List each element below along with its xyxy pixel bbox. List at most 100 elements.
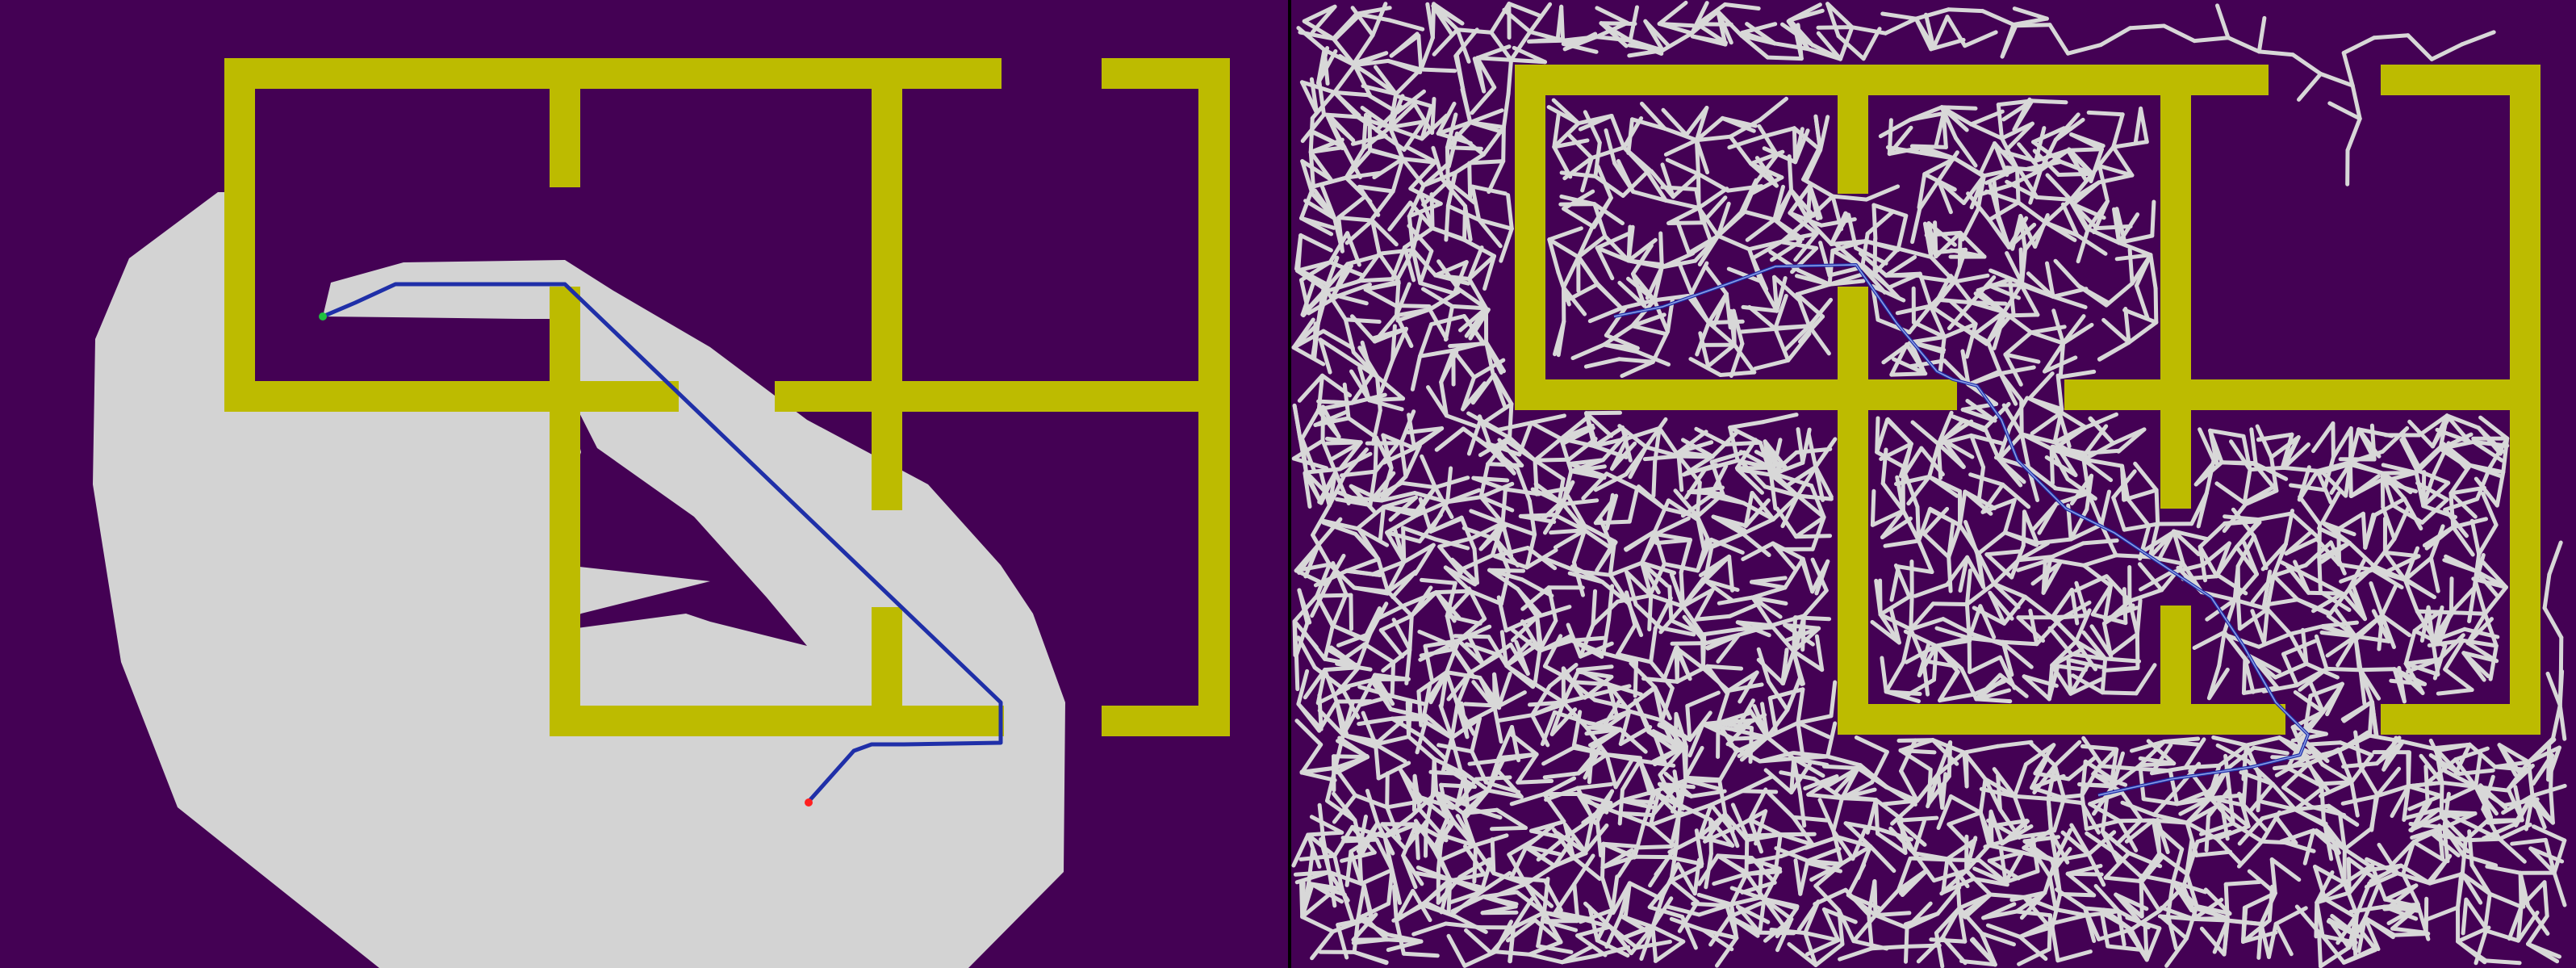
tree-edge bbox=[1912, 146, 1946, 147]
tree-edge bbox=[2102, 659, 2106, 693]
tree-edge bbox=[1872, 491, 1874, 525]
tree-edge bbox=[2082, 746, 2116, 749]
right-planner-map bbox=[1291, 0, 2576, 968]
tree-edge bbox=[1345, 320, 1379, 322]
wall bbox=[1838, 65, 1868, 194]
wall bbox=[224, 381, 679, 412]
tree-edge bbox=[2130, 249, 2132, 283]
tree-edge bbox=[2417, 611, 2451, 612]
tree-edge bbox=[1387, 940, 1421, 941]
tree-edge bbox=[2451, 579, 2452, 613]
wall bbox=[550, 58, 580, 187]
wall bbox=[2064, 379, 2540, 410]
tree-edge bbox=[1414, 776, 1415, 810]
tree-edge bbox=[2363, 513, 2365, 547]
tree-edge bbox=[2116, 555, 2150, 557]
tree-edge bbox=[1510, 404, 1512, 438]
tree-edge bbox=[1711, 819, 1712, 853]
tree-edge bbox=[2258, 777, 2260, 811]
tree-edge bbox=[2226, 884, 2227, 918]
tree-edge bbox=[1603, 844, 1604, 878]
tree-edge bbox=[1490, 570, 1524, 571]
tree-edge bbox=[1803, 616, 1804, 650]
tree-edge bbox=[1387, 773, 1388, 807]
tree-edge bbox=[1503, 489, 1505, 523]
tree-edge bbox=[2306, 743, 2340, 745]
tree-edge bbox=[1746, 835, 1780, 836]
tree-edge bbox=[1775, 277, 1777, 311]
tree-edge bbox=[1535, 459, 1569, 460]
tree-edge bbox=[1364, 115, 1366, 149]
tree-edge bbox=[1903, 818, 1937, 820]
tree-edge bbox=[1942, 107, 1976, 109]
wall bbox=[1515, 379, 1957, 410]
tree-edge bbox=[2083, 541, 2117, 543]
tree-edge bbox=[1669, 223, 1703, 224]
wall bbox=[1515, 65, 1545, 410]
tree-edge bbox=[1308, 832, 1342, 835]
tree-edge bbox=[2080, 785, 2114, 787]
tree-edge bbox=[2327, 668, 2361, 669]
tree-edge bbox=[1593, 591, 1595, 625]
tree-edge bbox=[1450, 344, 1484, 346]
tree-edge bbox=[1877, 418, 1878, 452]
tree-edge bbox=[2014, 796, 2048, 798]
tree-edge bbox=[1917, 507, 1919, 541]
tree-edge bbox=[2119, 820, 2153, 821]
tree-edge bbox=[1433, 759, 1435, 793]
wall bbox=[1102, 706, 1230, 736]
tree-edge bbox=[1905, 945, 1939, 946]
wall bbox=[550, 287, 580, 736]
tree-edge bbox=[2023, 512, 2024, 546]
tree-edge bbox=[2486, 961, 2520, 963]
tree-edge bbox=[1697, 483, 1700, 517]
tree-edge bbox=[1474, 549, 1477, 583]
wall bbox=[224, 58, 255, 412]
tree-edge bbox=[1880, 580, 1881, 614]
tree-edge bbox=[1876, 913, 1909, 916]
tree-edge bbox=[1589, 748, 1592, 782]
tree-edge bbox=[2003, 642, 2037, 644]
tree-edge bbox=[2469, 832, 2472, 865]
tree-edge bbox=[2145, 926, 2147, 960]
wall bbox=[872, 58, 902, 510]
wall bbox=[1515, 65, 2269, 95]
tree-edge bbox=[2374, 36, 2408, 38]
tree-edge bbox=[2259, 924, 2261, 958]
wall bbox=[550, 706, 1004, 736]
tree-edge bbox=[1933, 604, 1967, 605]
tree-edge bbox=[1529, 40, 1563, 42]
tree-edge bbox=[1708, 666, 1742, 668]
tree-edge bbox=[2244, 771, 2246, 805]
tree-edge bbox=[1394, 886, 1396, 920]
tree-edge bbox=[1619, 359, 1653, 362]
tree-edge bbox=[2060, 343, 2063, 377]
tree-edge bbox=[2545, 882, 2547, 916]
tree-edge bbox=[2183, 576, 2217, 579]
tree-edge bbox=[2394, 934, 2428, 936]
tree-edge bbox=[1620, 790, 1622, 823]
tree-edge bbox=[2141, 882, 2142, 916]
tree-edge bbox=[1871, 946, 1905, 948]
tree-edge bbox=[1466, 704, 1499, 706]
tree-edge bbox=[2269, 886, 2272, 920]
tree-edge bbox=[1295, 872, 1329, 874]
tree-edge bbox=[1431, 772, 1465, 773]
right-planner-panel bbox=[1291, 0, 2576, 968]
tree-edge bbox=[1421, 69, 1455, 71]
tree-edge bbox=[2348, 859, 2349, 893]
tree-edge bbox=[1311, 118, 1312, 152]
tree-edge bbox=[1998, 776, 2001, 810]
tree-edge bbox=[1446, 206, 1449, 240]
tree-edge bbox=[2016, 25, 2050, 26]
tree-edge bbox=[1901, 751, 1934, 752]
tree-edge bbox=[1693, 903, 1727, 905]
tree-edge bbox=[1686, 777, 1720, 780]
tree-edge bbox=[2238, 566, 2239, 600]
tree-edge bbox=[2068, 149, 2102, 151]
tree-edge bbox=[1662, 187, 1696, 190]
tree-edge bbox=[1311, 153, 1313, 186]
tree-edge bbox=[2206, 816, 2208, 850]
tree-edge bbox=[2048, 798, 2051, 832]
tree-edge bbox=[2354, 922, 2356, 956]
